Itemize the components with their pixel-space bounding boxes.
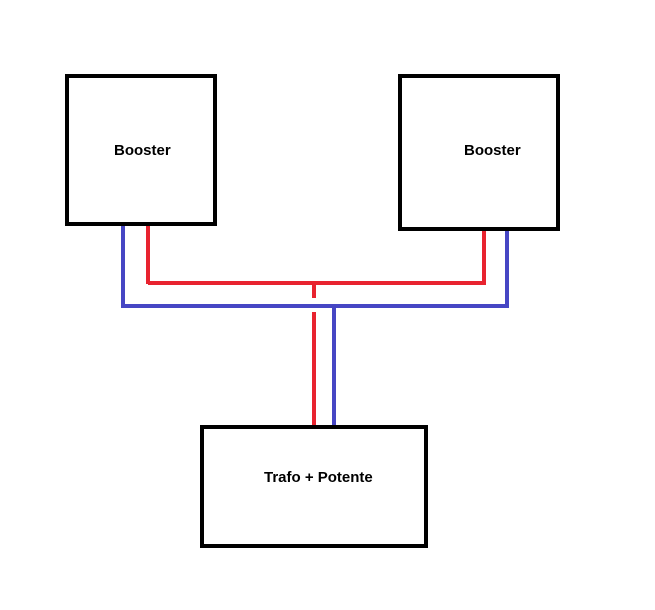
wire-negative-group xyxy=(121,226,509,425)
booster-left-label: Booster xyxy=(114,142,171,159)
wire-positive-group xyxy=(146,226,486,425)
booster-right-box: Booster xyxy=(398,74,560,231)
booster-left-box: Booster xyxy=(65,74,217,226)
trafo-box: Trafo + Potente xyxy=(200,425,428,548)
trafo-label: Trafo + Potente xyxy=(264,469,373,486)
booster-right-label: Booster xyxy=(464,142,521,159)
